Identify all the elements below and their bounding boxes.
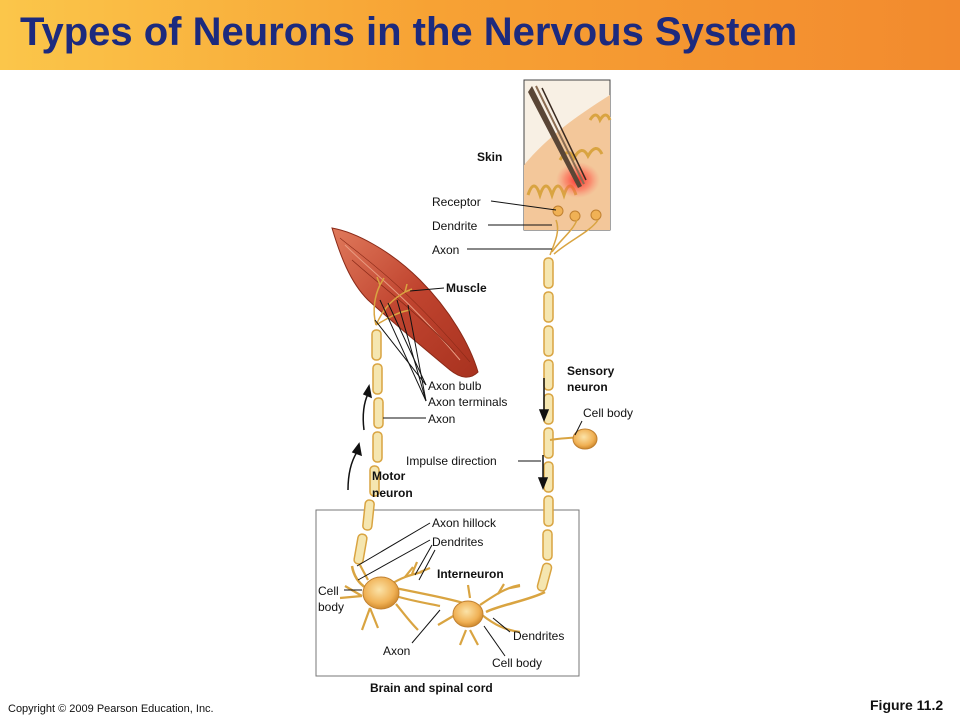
label-cell-body-motor-1: Cell [318, 584, 339, 598]
header-bar [0, 0, 960, 70]
label-cell-body-motor-2: body [318, 600, 345, 614]
label-motor-neuron-2: neuron [372, 486, 413, 500]
label-axon-terminals: Axon terminals [428, 395, 508, 409]
interneuron-cell-body [452, 600, 484, 628]
label-axon-bulb: Axon bulb [428, 379, 482, 393]
muscle-illustration [331, 227, 479, 378]
label-cell-body-sensory: Cell body [583, 406, 634, 420]
label-interneuron: Interneuron [437, 567, 504, 581]
label-sensory-neuron-2: neuron [567, 380, 608, 394]
label-axon-motor: Axon [428, 412, 456, 426]
label-dendrites-inter: Dendrites [513, 629, 565, 643]
label-cell-body-inter: Cell body [492, 656, 543, 670]
interneuron-cell [437, 583, 521, 646]
motor-cell-body [362, 576, 400, 610]
figure-number: Figure 11.2 [870, 697, 944, 713]
label-muscle: Muscle [446, 281, 487, 295]
label-axon-hillock: Axon hillock [432, 516, 497, 530]
label-impulse-direction: Impulse direction [406, 454, 497, 468]
cns-box [315, 509, 580, 677]
label-receptor: Receptor [432, 195, 481, 209]
sensory-axon [536, 219, 599, 592]
label-brain-spinal-cord: Brain and spinal cord [370, 681, 493, 695]
label-sensory-neuron-1: Sensory [567, 364, 615, 378]
label-dendrite: Dendrite [432, 219, 478, 233]
motor-axon [353, 276, 413, 565]
skin-illustration [523, 79, 612, 231]
label-axon-inter: Axon [383, 644, 411, 658]
sensory-cell-body [572, 428, 598, 450]
label-skin: Skin [477, 150, 503, 164]
impulse-arrows [347, 378, 550, 491]
page-title: Types of Neurons in the Nervous System [20, 10, 798, 54]
label-motor-neuron-1: Motor [372, 469, 406, 483]
label-axon-top: Axon [432, 243, 460, 257]
copyright-notice: Copyright © 2009 Pearson Education, Inc. [8, 703, 214, 715]
label-dendrites-motor: Dendrites [432, 535, 484, 549]
leader-lines [344, 200, 583, 657]
